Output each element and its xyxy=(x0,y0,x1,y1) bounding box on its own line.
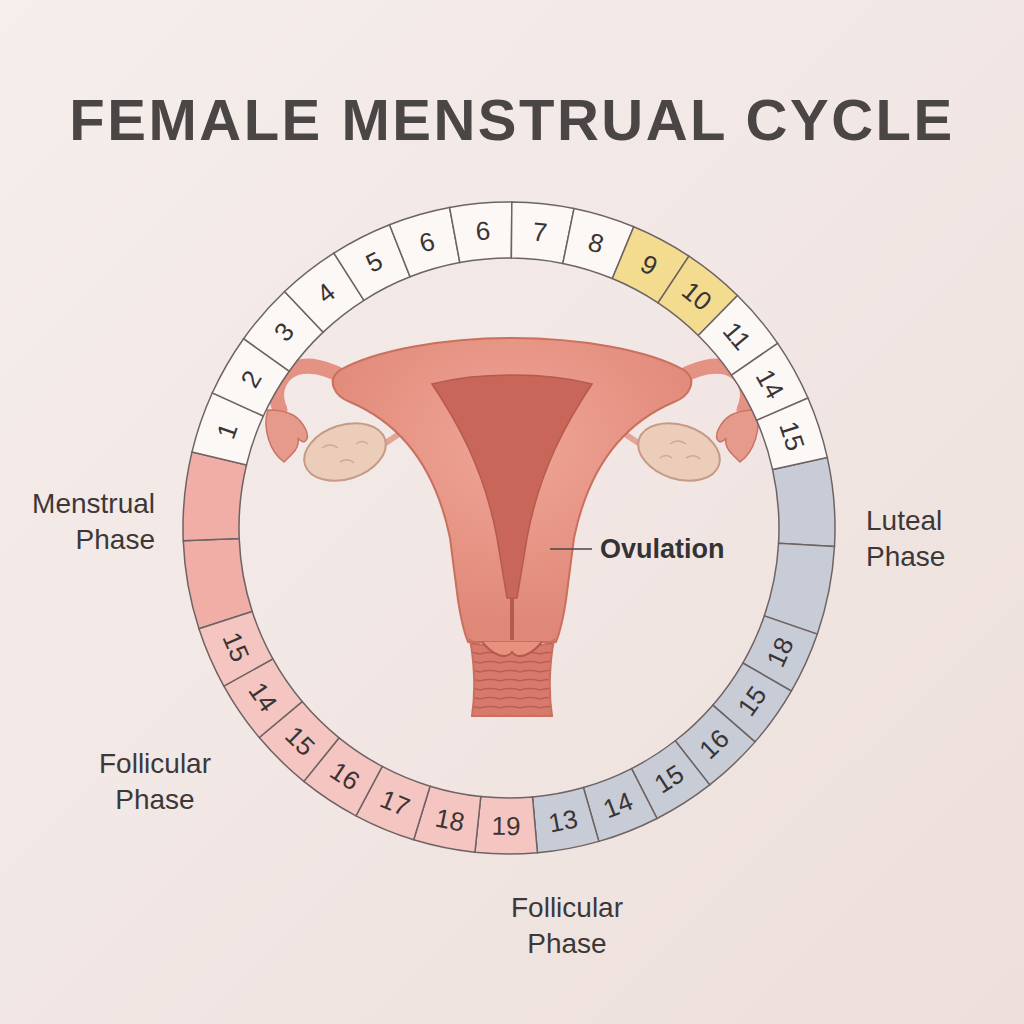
fimbriae xyxy=(266,410,307,462)
segment-outline xyxy=(757,398,828,470)
segment-outline xyxy=(533,788,599,853)
ovary xyxy=(297,413,394,490)
phase-label: Follicular Phase xyxy=(75,746,235,819)
phase-label: Menstrual Phase xyxy=(3,486,155,559)
phase-label: Luteal Phase xyxy=(866,503,996,576)
vagina xyxy=(470,640,554,716)
callout-label: Ovulation xyxy=(600,532,800,567)
cycle-day-segment: 19 xyxy=(472,794,540,856)
cervical-canal xyxy=(510,598,514,640)
day-number: 7 xyxy=(532,218,549,245)
uterine-cavity xyxy=(432,375,592,598)
cycle-day-segment: 15 xyxy=(196,609,275,689)
title: FEMALE MENSTRUAL CYCLE xyxy=(0,88,1024,152)
ring-segment xyxy=(183,452,246,541)
day-number: 19 xyxy=(492,813,521,839)
segment-outline xyxy=(390,207,460,276)
segment-outline xyxy=(450,202,512,263)
cervix xyxy=(482,642,542,656)
uterus-body xyxy=(333,338,691,642)
cycle-day-segment: 15 xyxy=(754,396,830,472)
cycle-day-segment: 13 xyxy=(530,785,601,855)
day-number: 13 xyxy=(547,806,580,837)
ovary xyxy=(631,413,728,490)
ovary-texture xyxy=(322,442,368,464)
day-number: 6 xyxy=(475,218,492,245)
phase-label: Follicular Phase xyxy=(487,890,647,963)
segment-outline xyxy=(199,611,273,686)
cycle-day-segment: 6 xyxy=(447,200,514,265)
leader-line xyxy=(550,548,592,550)
segment-outline xyxy=(475,797,537,854)
ring-segment xyxy=(773,457,835,546)
ovary-texture xyxy=(660,441,700,459)
day-number: 18 xyxy=(433,804,467,835)
fimbriae xyxy=(717,410,758,462)
